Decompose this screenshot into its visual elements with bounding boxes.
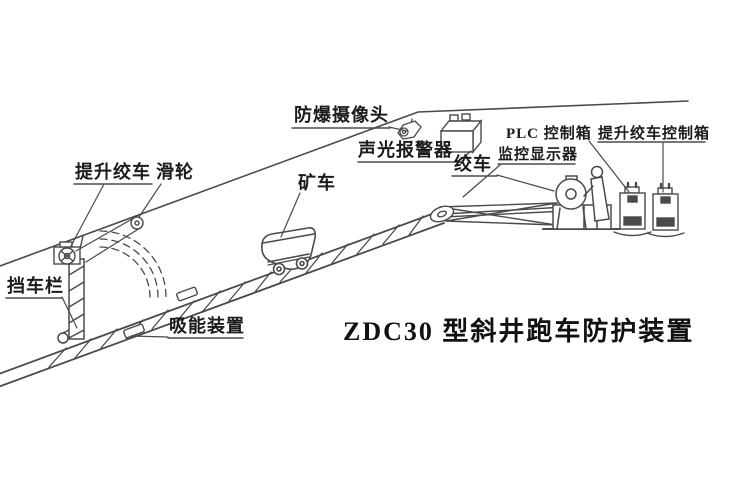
label-monitor: 监控显示器 xyxy=(498,147,579,163)
lifting-rope xyxy=(75,218,141,263)
top-landing-platform xyxy=(439,202,567,226)
shaft-ceiling-line xyxy=(0,100,689,267)
operator-figure xyxy=(583,165,610,222)
car-barrier-drawing xyxy=(57,258,85,344)
label-plc-box: PLC 控制箱 xyxy=(506,126,592,142)
hoist-control-box-drawing xyxy=(646,182,685,238)
label-hoist-winch: 提升绞车 xyxy=(75,162,151,182)
label-camera: 防爆摄像头 xyxy=(294,105,389,125)
label-hoist-winch-box: 提升绞车控制箱 xyxy=(598,126,711,142)
plc-control-box-drawing xyxy=(613,181,652,237)
incline-track xyxy=(0,210,445,388)
mine-car-drawing xyxy=(261,227,317,276)
label-car-barrier: 挡车栏 xyxy=(7,276,64,296)
diagram-title: ZDC30 型斜井跑车防护装置 xyxy=(343,317,695,346)
hoist-winch-drawing xyxy=(53,235,84,265)
leader-lines xyxy=(61,126,664,338)
label-pulley: 滑轮 xyxy=(156,162,194,182)
label-alarm: 声光报警器 xyxy=(358,140,453,160)
barrier-swing-arcs xyxy=(99,230,167,298)
label-winch: 绞车 xyxy=(454,154,492,174)
energy-absorber-drawing xyxy=(123,286,198,339)
pulley-drawing xyxy=(130,215,144,230)
knuckle-sheave xyxy=(429,205,455,223)
alarm-drawing xyxy=(439,113,483,154)
label-underlines xyxy=(5,127,706,339)
label-mine-car: 矿车 xyxy=(298,173,336,193)
camera-drawing xyxy=(397,118,422,140)
label-energy-absorber: 吸能装置 xyxy=(169,316,245,336)
